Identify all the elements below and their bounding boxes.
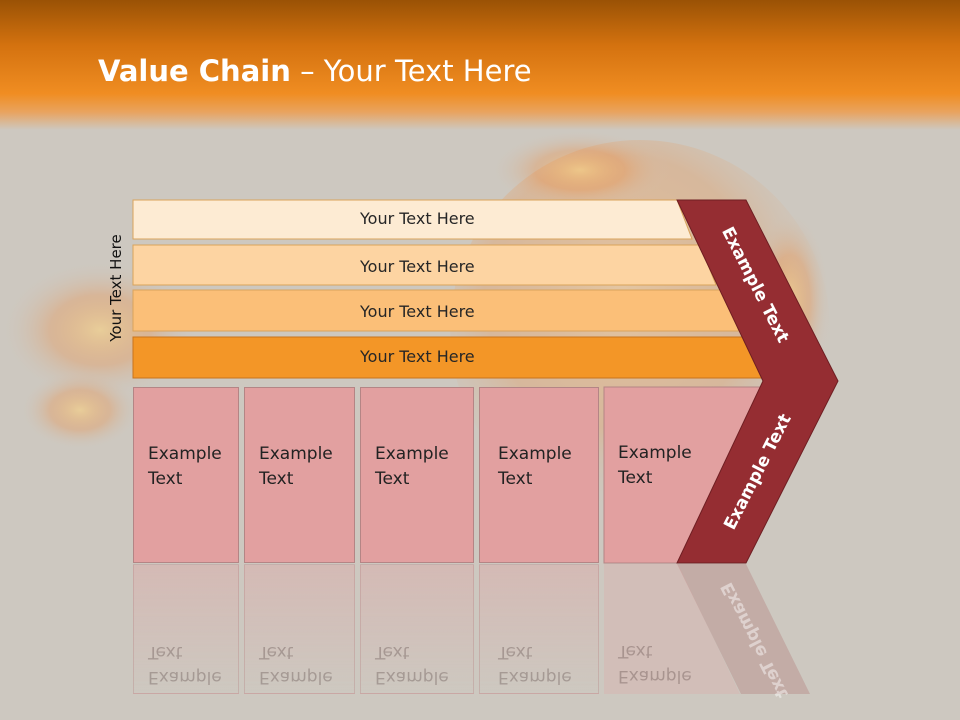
box-3-reflection-line1: Example	[375, 667, 449, 687]
bar-2	[132, 244, 717, 286]
box-5-reflection-text: Example Text	[618, 638, 692, 688]
bar-label-1: Your Text Here	[360, 209, 475, 228]
box-4-reflection-line2: Text	[498, 642, 533, 662]
box-3-reflection-text: Example Text	[375, 639, 449, 689]
box-5-line2: Text	[618, 468, 653, 488]
box-4-reflection-line1: Example	[498, 667, 572, 687]
bar-label-3: Your Text Here	[360, 302, 475, 321]
box-4-reflection: Example Text	[479, 564, 599, 694]
box-2-reflection-line2: Text	[259, 642, 294, 662]
box-2-line2: Text	[259, 469, 294, 489]
box-1-reflection-line2: Text	[148, 642, 183, 662]
box-3-reflection-line2: Text	[375, 642, 410, 662]
box-1-reflection-text: Example Text	[148, 639, 222, 689]
title-bar	[0, 0, 960, 130]
box-4-line1: Example	[498, 444, 572, 464]
box-3-line1: Example	[375, 444, 449, 464]
box-5-reflection	[604, 564, 740, 694]
box-5-line1: Example	[618, 443, 692, 463]
box-1-line2: Text	[148, 469, 183, 489]
slide-title: Value Chain – Your Text Here	[98, 54, 532, 88]
box-4-line2: Text	[498, 469, 533, 489]
box-1-line1: Example	[148, 444, 222, 464]
bar-label-2: Your Text Here	[360, 257, 475, 276]
box-2-reflection-text: Example Text	[259, 639, 333, 689]
box-2-line1: Example	[259, 444, 333, 464]
bar-1	[132, 199, 693, 240]
box-1-reflection-line1: Example	[148, 667, 222, 687]
chevron-arrow	[676, 199, 839, 564]
chevron-reflection	[677, 564, 810, 694]
box-4-reflection-text: Example Text	[498, 639, 572, 689]
bar-label-4: Your Text Here	[360, 347, 475, 366]
box-5-reflection-line1: Example	[618, 666, 692, 686]
box-1-reflection: Example Text	[133, 564, 239, 694]
box-3-reflection: Example Text	[360, 564, 474, 694]
box-3-line2: Text	[375, 469, 410, 489]
box-2-reflection: Example Text	[244, 564, 355, 694]
box-2-reflection-line1: Example	[259, 667, 333, 687]
box-5-reflection-line2: Text	[618, 641, 653, 661]
title-rest: – Your Text Here	[290, 54, 532, 88]
title-bold: Value Chain	[98, 54, 291, 88]
